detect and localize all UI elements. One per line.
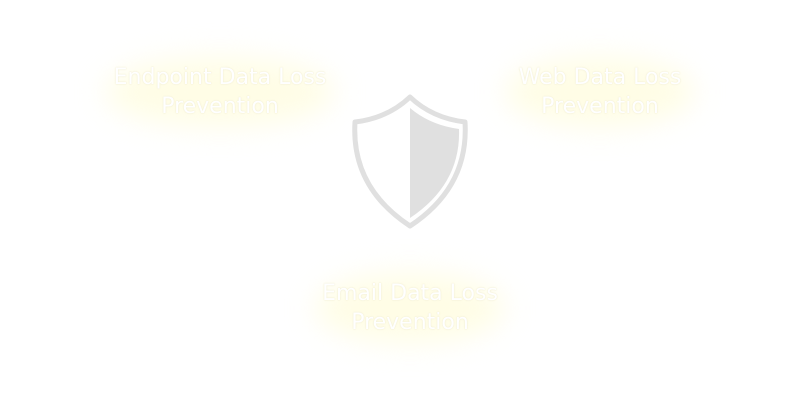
node-glow — [315, 273, 505, 343]
node-label: Web Data Loss Prevention — [519, 63, 682, 121]
node-label-line: Prevention — [541, 94, 659, 119]
shield-icon — [352, 94, 468, 229]
node-email-dlp: Email Data Loss Prevention — [305, 268, 515, 348]
node-label-line: Endpoint Data Loss — [113, 65, 327, 90]
node-label: Email Data Loss Prevention — [322, 279, 498, 337]
node-label-line: Web Data Loss — [518, 65, 682, 90]
node-endpoint-dlp: Endpoint Data Loss Prevention — [95, 52, 345, 132]
node-glow — [105, 57, 335, 127]
node-label-line: Prevention — [351, 310, 469, 335]
node-web-dlp: Web Data Loss Prevention — [495, 52, 705, 132]
node-label-line: Prevention — [161, 94, 279, 119]
node-label: Endpoint Data Loss Prevention — [114, 63, 327, 121]
node-label-line: Email Data Loss — [322, 281, 498, 306]
node-glow — [505, 57, 695, 127]
